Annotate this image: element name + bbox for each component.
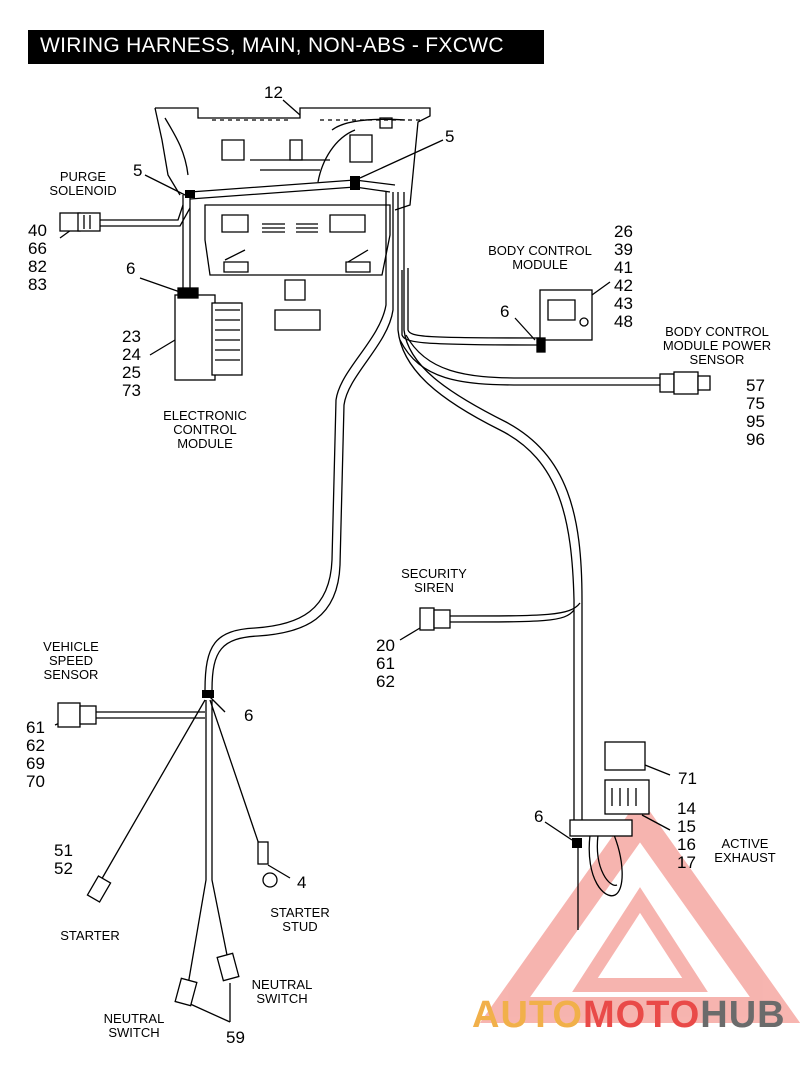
starter-stud-ring-terminal <box>257 841 278 888</box>
watermark-hub: HUB <box>700 994 786 1036</box>
starter-label: STARTER <box>60 928 120 943</box>
callout-starter-nums: 51 52 <box>54 841 73 878</box>
starter-stud-label: STARTER STUD <box>270 905 330 934</box>
active-exhaust-label: ACTIVE EXHAUST <box>714 836 776 865</box>
callout-4: 4 <box>297 873 307 892</box>
callout-6-ecm: 6 <box>126 259 136 278</box>
watermark-logo-icon <box>479 797 800 1023</box>
frame-outline <box>154 107 431 331</box>
main-harness <box>95 179 660 986</box>
starter-terminal <box>86 875 112 903</box>
cable-clips <box>185 176 582 848</box>
callout-bcm-nums: 26 39 41 42 43 48 <box>614 222 633 331</box>
ecm-module <box>174 287 243 381</box>
bcm-module <box>536 289 593 353</box>
callout-6-speed: 6 <box>244 706 254 725</box>
exhaust-connector <box>569 741 650 837</box>
bcm-power-sensor-label: BODY CONTROL MODULE POWER SENSOR <box>662 324 772 367</box>
watermark-moto: MOTO <box>582 994 701 1036</box>
callout-6-bcm: 6 <box>500 302 510 321</box>
body-control-module-label: BODY CONTROL MODULE <box>488 243 592 272</box>
vehicle-speed-sensor-label: VEHICLE SPEED SENSOR <box>43 639 99 682</box>
callout-speed-nums: 61 62 69 70 <box>26 718 45 791</box>
siren-connector <box>419 607 451 631</box>
callout-purge-nums: 40 66 82 83 <box>28 221 47 294</box>
neutral-switch-label-right: NEUTRAL SWITCH <box>251 977 313 1006</box>
callout-12: 12 <box>264 83 283 102</box>
callout-exhaust-nums: 14 15 16 17 <box>677 799 696 872</box>
callout-5-right: 5 <box>445 127 455 146</box>
diagram-title: WIRING HARNESS, MAIN, NON-ABS - FXCWC <box>40 34 504 57</box>
security-siren-label: SECURITY SIREN <box>401 566 467 595</box>
callout-59: 59 <box>226 1028 245 1047</box>
speed-sensor-connector <box>57 702 97 728</box>
title-bar <box>28 30 544 64</box>
ecm-label: ELECTRONIC CONTROL MODULE <box>163 408 247 451</box>
purge-solenoid-connector <box>59 212 101 232</box>
watermark-text: AUTOMOTOHUB <box>472 994 786 1037</box>
callout-siren-nums: 20 61 62 <box>376 636 395 691</box>
watermark-auto: AUTO <box>472 994 583 1036</box>
callout-ecm-nums: 23 24 25 73 <box>122 327 141 400</box>
bcm-power-sensor-connector <box>659 371 711 395</box>
callout-6-exhaust: 6 <box>534 807 544 826</box>
neutral-switch-label-left: NEUTRAL SWITCH <box>103 1011 165 1040</box>
purge-solenoid-label: PURGE SOLENOID <box>49 169 117 198</box>
callout-71: 71 <box>678 769 697 788</box>
callout-bcm-sensor-nums: 57 75 95 96 <box>746 376 765 449</box>
neutral-switch-terminals <box>174 952 240 1007</box>
callout-5-left: 5 <box>133 161 143 180</box>
